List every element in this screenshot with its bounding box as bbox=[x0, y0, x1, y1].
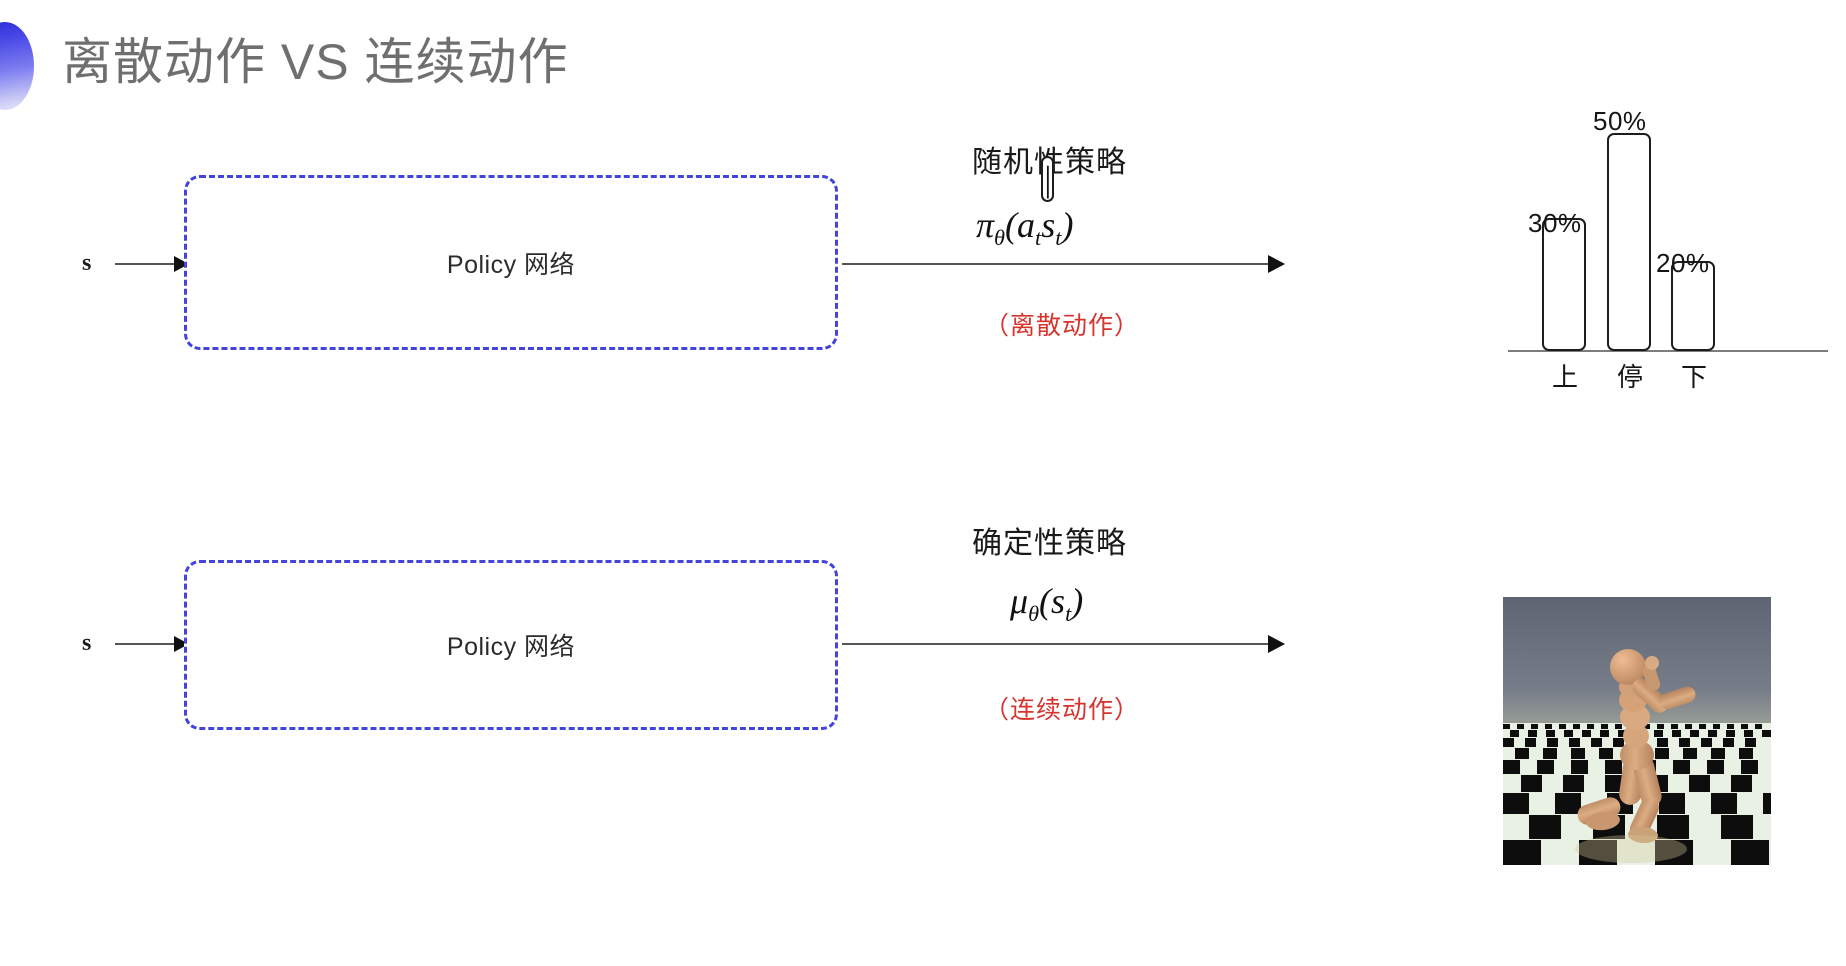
bar-down bbox=[1671, 261, 1715, 351]
title-bullet-icon bbox=[0, 22, 34, 110]
bar-category-up: 上 bbox=[1551, 362, 1578, 392]
bar-value-stop: 50% bbox=[1593, 106, 1647, 136]
discrete-action-row: s Policy 网络 随机性策略 πθ(at|st) （离散动作） bbox=[0, 146, 1846, 460]
state-to-policy-arrow-discrete bbox=[115, 256, 189, 272]
bar-value-up: 30% bbox=[1528, 208, 1582, 238]
bar-category-stop: 停 bbox=[1616, 362, 1643, 392]
policy-network-box-continuous[interactable]: Policy 网络 bbox=[184, 560, 838, 730]
policy-to-output-arrow-continuous bbox=[842, 635, 1285, 653]
bar-stop bbox=[1607, 133, 1651, 351]
state-input-label-discrete: s bbox=[82, 250, 92, 276]
humanoid-svg bbox=[1503, 597, 1771, 865]
bar-category-down: 下 bbox=[1680, 362, 1707, 392]
state-to-policy-arrow-continuous bbox=[115, 636, 189, 652]
stochastic-policy-formula: πθ(at|st) bbox=[976, 156, 1073, 251]
action-probability-bar-chart: 30% 上 50% 停 20% 下 bbox=[1498, 100, 1846, 400]
page-title: 离散动作 VS 连续动作 bbox=[62, 34, 569, 90]
chart-x-axis bbox=[1508, 350, 1828, 352]
policy-network-label-discrete: Policy 网络 bbox=[446, 250, 576, 279]
policy-network-label-continuous: Policy 网络 bbox=[446, 633, 576, 661]
humanoid-simulation-image bbox=[1503, 597, 1771, 865]
deterministic-policy-formula: μθ(st) bbox=[1010, 581, 1084, 627]
policy-to-output-arrow-discrete bbox=[842, 255, 1285, 273]
state-input-label-continuous: s bbox=[82, 630, 92, 656]
bar-up bbox=[1542, 218, 1586, 351]
policy-network-box-discrete[interactable]: Policy 网络 bbox=[184, 175, 838, 350]
deterministic-policy-title: 确定性策略 bbox=[972, 527, 1127, 560]
humanoid-body bbox=[1577, 649, 1696, 844]
continuous-action-row: s Policy 网络 确定性策略 μθ(st) （连续动作） bbox=[0, 527, 1846, 880]
bar-value-down: 20% bbox=[1656, 248, 1710, 278]
discrete-action-note: （离散动作） bbox=[984, 312, 1141, 340]
continuous-action-note: （连续动作） bbox=[984, 696, 1141, 724]
